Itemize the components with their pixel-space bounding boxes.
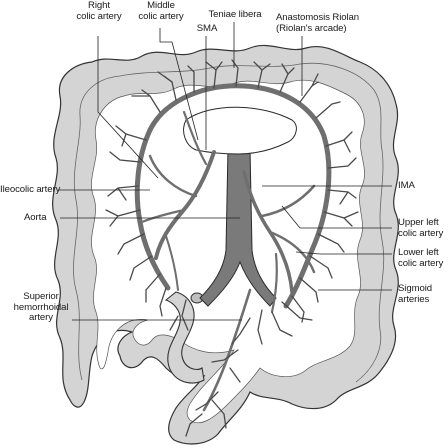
vasa-recta-left <box>105 125 167 317</box>
label-ima: IMA <box>398 180 415 191</box>
teniae-libera-line <box>73 62 385 383</box>
label-right-colic-artery: Right colic artery <box>76 0 122 22</box>
label-sigmoid-arteries: Sigmoid arteries <box>398 283 432 305</box>
colon <box>52 44 399 445</box>
leader-lines <box>58 22 392 321</box>
leader-upper-left-colic <box>281 205 392 229</box>
label-upper-left-colic-artery: Upper left colic artery <box>398 217 444 239</box>
vasa-recta-top <box>131 59 341 119</box>
sma-root <box>183 106 297 155</box>
sma-trunk <box>154 150 216 260</box>
arteries <box>105 59 359 437</box>
label-sma-text: SMA <box>196 23 218 34</box>
vasa-recta-sigmoid <box>169 299 313 437</box>
right-mesentery-arc <box>134 127 171 291</box>
label-superior-hemorrhoidal-artery: Superior hemorrhoidal artery <box>13 291 69 323</box>
leader-right-colic <box>97 36 159 179</box>
label-middle-colic-artery: Middle colic artery <box>138 0 184 22</box>
leader-middle-colic <box>159 28 199 141</box>
label-aorta: Aorta <box>24 212 47 223</box>
aorta-vessel <box>199 147 277 307</box>
label-teniae-libera: Teniae libera <box>208 9 262 20</box>
terminal-ileum <box>164 291 205 384</box>
label-ileocolic-artery: Ileocolic artery <box>0 184 61 195</box>
label-anastomosis-riolan: Anastomosis Riolan (Riolan's arcade) <box>276 12 359 34</box>
leader-lower-left-colic <box>295 251 392 255</box>
label-lower-left-colic-artery: Lower left colic artery <box>398 247 444 269</box>
